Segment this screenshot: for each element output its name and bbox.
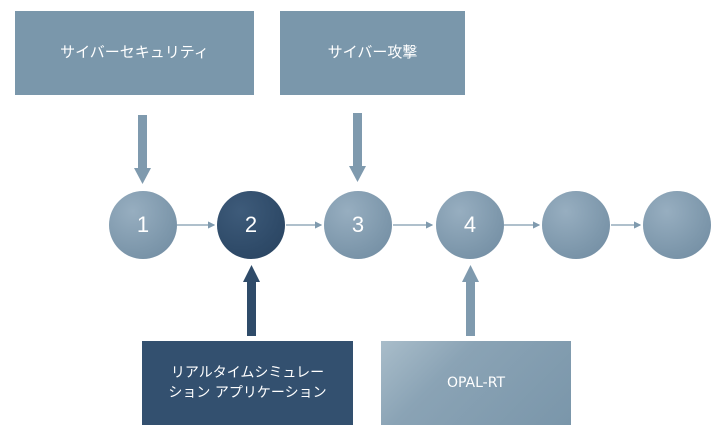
node-3: 3 (324, 191, 392, 259)
arrow-up-to-node-4 (462, 265, 479, 336)
realtime-simulation-box: リアルタイムシミュレー ション アプリケーション (142, 341, 353, 425)
opal-rt-label: OPAL-RT (446, 374, 505, 391)
arrow-down-to-node-3 (349, 113, 366, 182)
arrow-down-to-node-1 (134, 115, 151, 184)
node-5 (542, 191, 610, 259)
node-2: 2 (217, 191, 285, 259)
node-3-label: 3 (351, 212, 365, 237)
node-2-label: 2 (244, 212, 258, 237)
opal-rt-box: OPAL-RT (381, 341, 571, 425)
cyber-security-label: サイバーセキュリティ (60, 43, 209, 62)
realtime-simulation-label-line1: リアルタイムシミュレー (170, 364, 325, 381)
cyber-attack-box: サイバー攻撃 (280, 11, 465, 95)
cyber-attack-label: サイバー攻撃 (327, 43, 418, 62)
node-4: 4 (436, 191, 504, 259)
node-6 (643, 191, 711, 259)
realtime-simulation-label-line2: ション アプリケーション (168, 385, 327, 401)
node-4-label: 4 (463, 212, 477, 237)
cyber-security-box: サイバーセキュリティ (15, 11, 254, 95)
arrow-up-to-node-2 (243, 265, 260, 336)
node-1: 1 (109, 191, 177, 259)
node-1-label: 1 (136, 212, 150, 237)
